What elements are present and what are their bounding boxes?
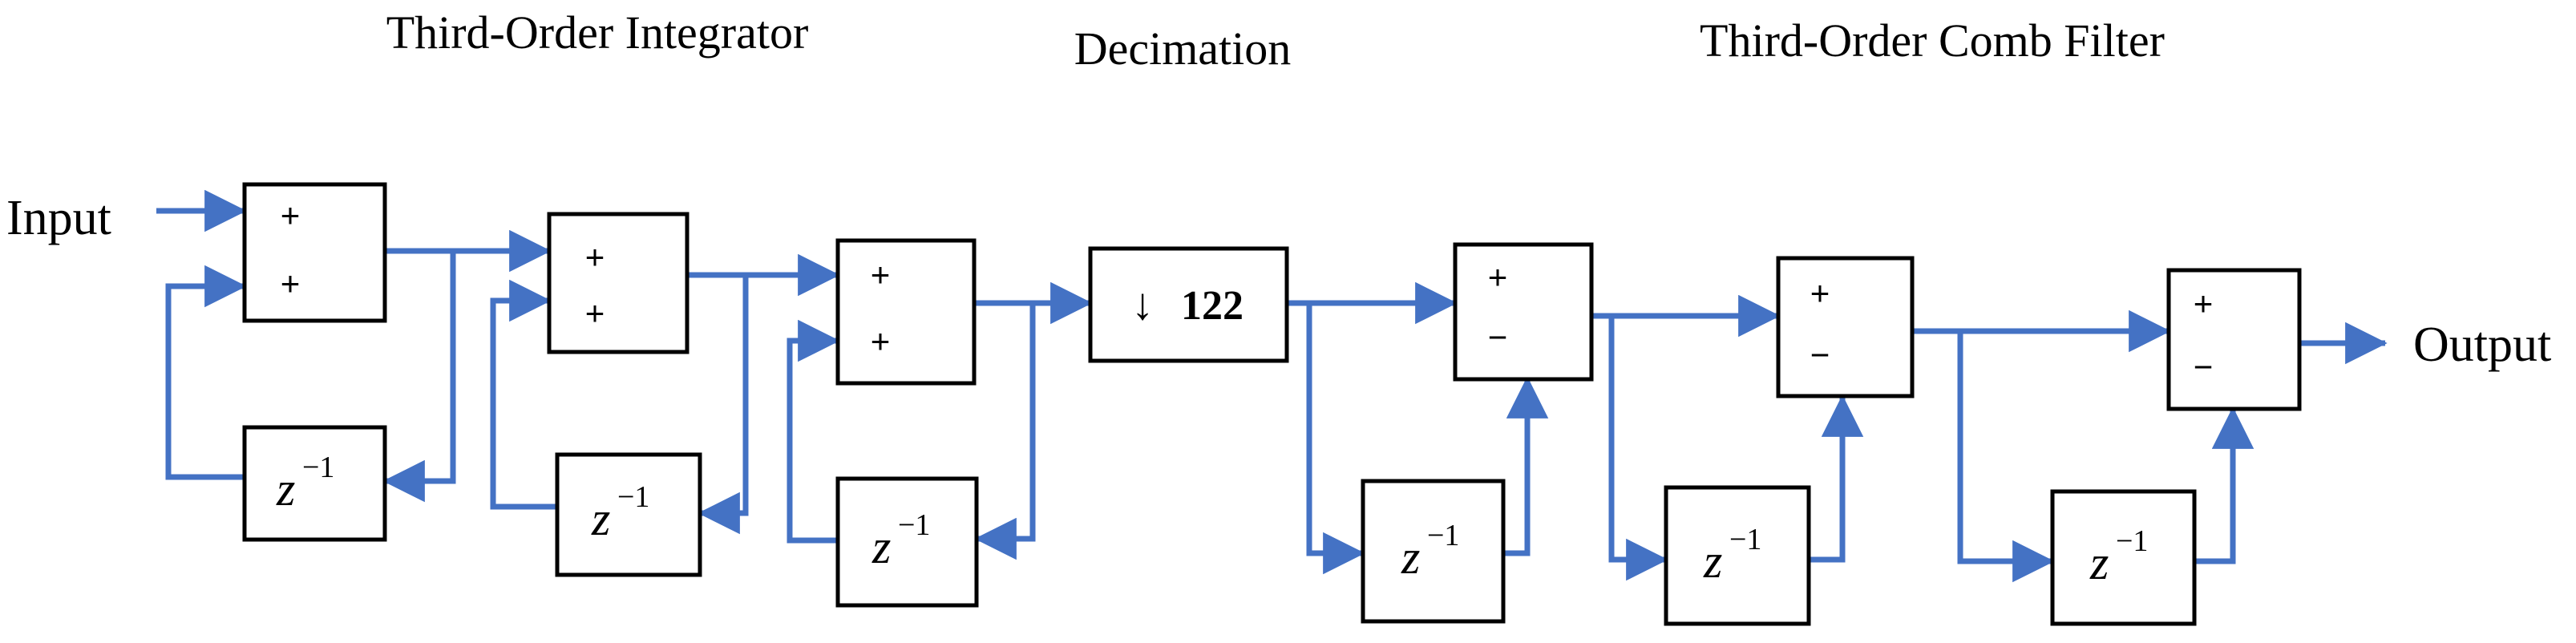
delay-z: z [276,463,295,516]
decimation-title: Decimation [1074,22,1292,75]
comb-delay-1: z −1 [1361,479,1506,624]
integrator-adder-2: + + [547,212,689,354]
delay-exponent: −1 [2116,524,2148,558]
comb-subtractor-3: + − [2166,268,2302,411]
plus-sign: + [871,322,891,360]
integrator-delay-2: z −1 [555,452,702,577]
decimation-factor: 122 [1181,283,1244,329]
int1-feedback-wire [165,265,247,480]
output-label: Output [2413,317,2551,372]
integrator-title: Third-Order Integrator [386,6,809,59]
comb-delay-3: z −1 [2050,489,2197,626]
delay-z: z [591,492,610,545]
int1-delay-input-wire [382,251,456,503]
comb2-delay-output-wire [1809,394,1864,563]
delay-z: z [871,520,891,573]
comb2-delay-input-wire [1608,316,1668,581]
comb3-delay-output-wire [2194,406,2255,564]
delay-z: z [2089,536,2109,589]
integrator-adder-3: + + [835,238,977,386]
integrator-delay-1: z −1 [242,425,387,542]
plus-sign: + [1488,258,1508,296]
downsample-arrow-icon: ↓ [1131,280,1154,330]
delay-exponent: −1 [1729,523,1761,556]
decimator-block: ↓ 122 [1088,246,1289,363]
plus-sign: + [1810,274,1830,312]
comb1-delay-output-wire [1503,376,1549,556]
delay-exponent: −1 [898,508,930,542]
int3-feedback-wire [787,319,840,544]
int2-delay-input-wire [698,275,749,535]
delay-exponent: −1 [617,480,649,514]
delay-z: z [1401,531,1420,584]
delay-exponent: −1 [1427,519,1459,552]
comb1-delay-input-wire [1306,303,1365,575]
input-label: Input [6,191,111,245]
integrator-delay-3: z −1 [835,476,979,608]
comb3-delay-input-wire [1957,331,2055,583]
plus-sign: + [281,265,301,302]
integrator-adder-1: + + [242,182,387,323]
plus-sign: + [585,238,605,276]
delay-exponent: −1 [302,451,334,484]
int3-delay-input-wire [974,303,1036,560]
int2-feedback-wire [490,279,557,510]
delay-z: z [1703,535,1722,588]
minus-sign: − [2194,348,2214,386]
minus-sign: − [1488,318,1508,356]
comb-title: Third-Order Comb Filter [1700,14,2165,67]
minus-sign: − [1810,336,1830,374]
comb-subtractor-2: + − [1776,256,1915,398]
plus-sign: + [2194,285,2214,322]
plus-sign: + [585,294,605,332]
signal-wires [156,189,2388,583]
plus-sign: + [281,196,301,234]
comb-delay-2: z −1 [1664,485,1811,626]
plus-sign: + [871,256,891,293]
comb-subtractor-1: + − [1453,242,1594,382]
